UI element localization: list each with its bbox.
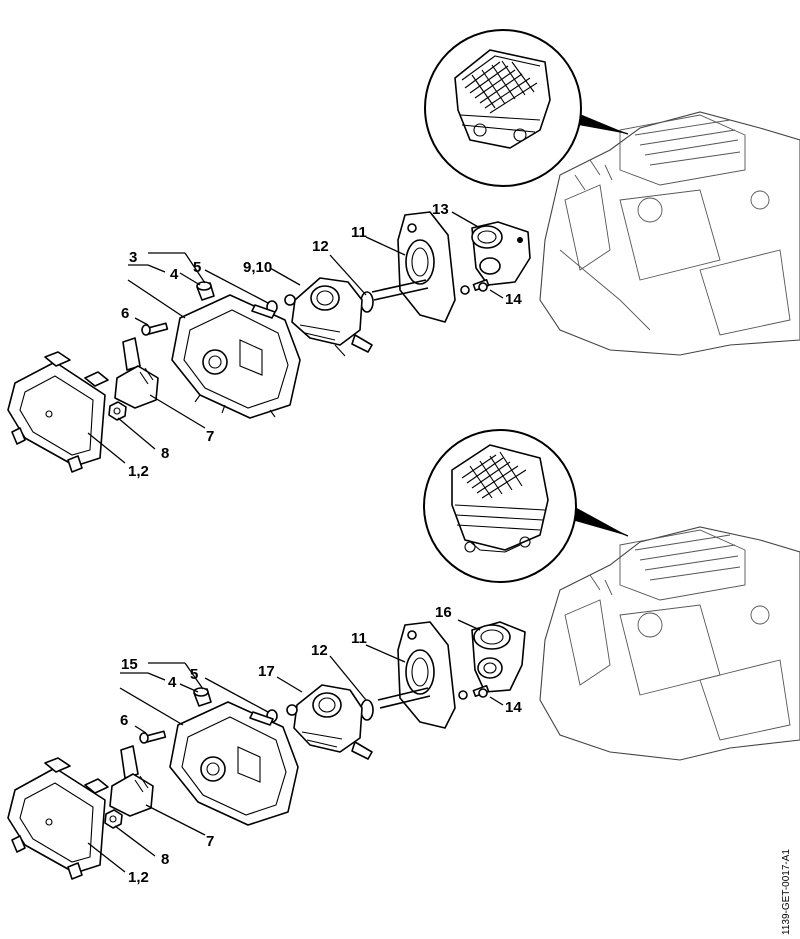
mounting-plate-11-upper bbox=[371, 211, 470, 323]
plug-4-upper bbox=[196, 281, 215, 301]
filter-base-15-lower bbox=[169, 701, 299, 826]
leader-lines-lower bbox=[87, 619, 504, 873]
callout-8-upper: 8 bbox=[161, 445, 169, 462]
intake-manifold-16-lower bbox=[471, 621, 526, 693]
callout-15-lower: 15 bbox=[121, 656, 138, 673]
screw-6-lower bbox=[139, 730, 167, 744]
cooling-fins-lower bbox=[461, 451, 527, 499]
callout-12-lower: 12 bbox=[311, 642, 328, 659]
callout-7-upper: 7 bbox=[206, 428, 214, 445]
intake-manifold-13-upper bbox=[471, 221, 531, 286]
mounting-plate-11-lower bbox=[377, 621, 468, 729]
document-code: 1139-GET-0017-A1 bbox=[781, 849, 792, 935]
callouts-upper: 3 4 5 6 7 8 9,10 11 12 13 14 1,2 bbox=[121, 201, 522, 480]
callout-11-lower: 11 bbox=[351, 630, 367, 647]
callout-16-lower: 16 bbox=[435, 604, 452, 621]
plug-4-lower bbox=[193, 687, 212, 707]
shutter-7-upper bbox=[114, 337, 159, 409]
callout-17-lower: 17 bbox=[258, 663, 275, 680]
gasket-ring-12-upper bbox=[360, 291, 374, 313]
callout-5-upper: 5 bbox=[193, 259, 201, 276]
cooling-fins-upper bbox=[464, 60, 538, 114]
callout-12-upper: 12 bbox=[312, 238, 329, 255]
callout-3-upper: 3 bbox=[129, 249, 137, 266]
callouts-lower: 15 4 5 6 7 8 17 11 12 16 14 1,2 bbox=[120, 604, 522, 886]
callout-14-upper: 14 bbox=[505, 291, 522, 308]
callout-14-lower: 14 bbox=[505, 699, 522, 716]
carburetor-9-10-upper bbox=[284, 277, 373, 357]
upper-assembly bbox=[7, 29, 800, 473]
cylinder-detail-inset-upper bbox=[424, 29, 629, 187]
filter-base-3-upper bbox=[171, 294, 301, 419]
cylinder-detail-inset-lower bbox=[423, 429, 629, 583]
carburetor-17-lower bbox=[286, 684, 373, 760]
callout-1-2-lower: 1,2 bbox=[128, 869, 149, 886]
screw-14-upper bbox=[472, 278, 490, 292]
lower-assembly bbox=[7, 429, 800, 880]
callout-8-lower: 8 bbox=[161, 851, 169, 868]
callout-4-lower: 4 bbox=[168, 674, 177, 691]
callout-7-lower: 7 bbox=[206, 833, 214, 850]
callout-9-10-upper: 9,10 bbox=[243, 259, 272, 276]
shutter-7-lower bbox=[109, 745, 154, 817]
nut-8-upper bbox=[108, 401, 127, 421]
air-filter-1-2-upper bbox=[7, 351, 109, 473]
callout-6-lower: 6 bbox=[120, 712, 128, 729]
engine-housing-lower bbox=[539, 526, 800, 761]
nut-8-lower bbox=[104, 809, 123, 829]
callout-5-lower: 5 bbox=[190, 666, 198, 683]
callout-1-2-upper: 1,2 bbox=[128, 463, 149, 480]
leader-lines-upper bbox=[87, 211, 504, 464]
screw-14-lower bbox=[472, 684, 490, 698]
screw-6-upper bbox=[141, 322, 169, 336]
gasket-ring-12-lower bbox=[360, 699, 374, 721]
callout-13-upper: 13 bbox=[432, 201, 449, 218]
air-filter-1-2-lower bbox=[7, 757, 109, 880]
engine-housing-upper bbox=[539, 111, 800, 356]
callout-6-upper: 6 bbox=[121, 305, 129, 322]
callout-11-upper: 11 bbox=[351, 224, 367, 241]
callout-4-upper: 4 bbox=[170, 266, 179, 283]
